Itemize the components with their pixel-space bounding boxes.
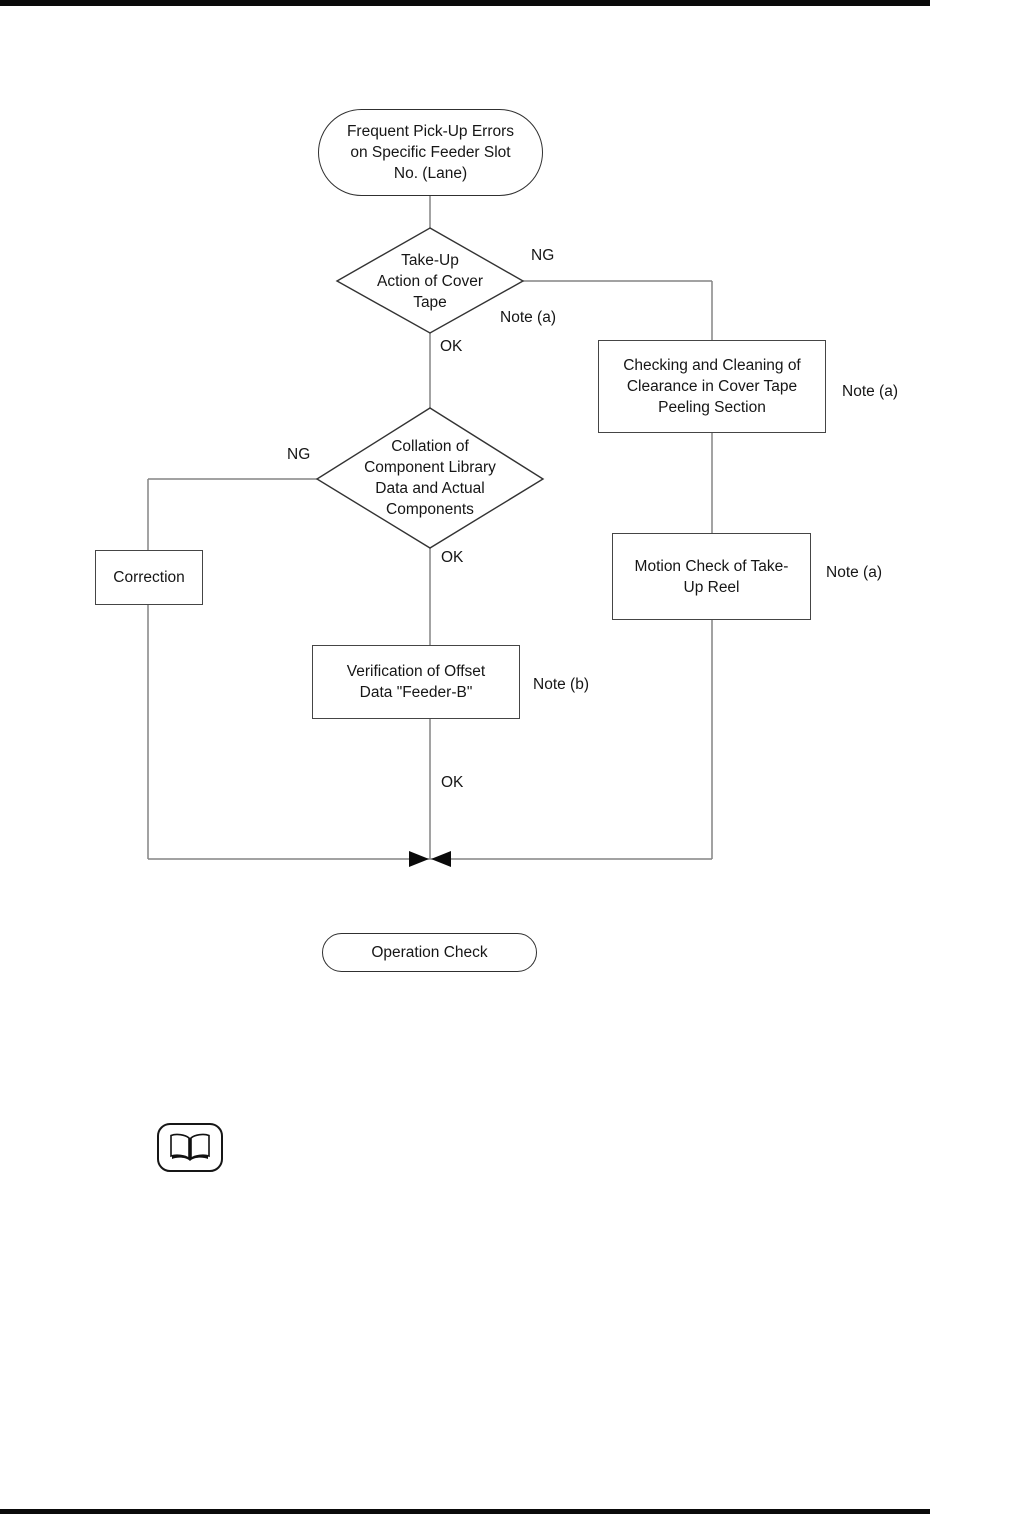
- label-ok-verification: OK: [441, 774, 464, 791]
- label-ok-take-up: OK: [440, 338, 463, 355]
- page-top-rule: [0, 0, 930, 6]
- merge-arrow-left-icon: [431, 851, 451, 867]
- decision-collation-diamond: [315, 407, 545, 549]
- page-bottom-rule: [0, 1509, 930, 1514]
- start-terminator: Frequent Pick-Up Errors on Specific Feed…: [318, 109, 543, 196]
- process-motion-check-box: Motion Check of Take- Up Reel: [612, 533, 811, 620]
- book-icon: [170, 1133, 210, 1161]
- label-note-checking: Note (a): [842, 383, 898, 400]
- decision-collation-label: Collation of Component Library Data and …: [364, 438, 496, 518]
- label-note-take-up: Note (a): [500, 309, 556, 326]
- decision-take-up-diamond: [335, 227, 525, 334]
- label-note-verification: Note (b): [533, 676, 589, 693]
- label-ng-collation: NG: [287, 446, 311, 463]
- label-ng-take-up: NG: [531, 247, 555, 264]
- label-note-motion: Note (a): [826, 564, 882, 581]
- merge-arrow-right-icon: [409, 851, 429, 867]
- process-correction-box: Correction: [95, 550, 203, 605]
- decision-take-up-label: Take-Up Action of Cover Tape: [377, 251, 483, 311]
- end-terminator: Operation Check: [322, 933, 537, 972]
- reference-note-frame: [157, 1123, 223, 1172]
- process-checking-cleaning-box: Checking and Cleaning of Clearance in Co…: [598, 340, 826, 433]
- label-ok-collation: OK: [441, 549, 464, 566]
- process-verification-box: Verification of Offset Data "Feeder-B": [312, 645, 520, 719]
